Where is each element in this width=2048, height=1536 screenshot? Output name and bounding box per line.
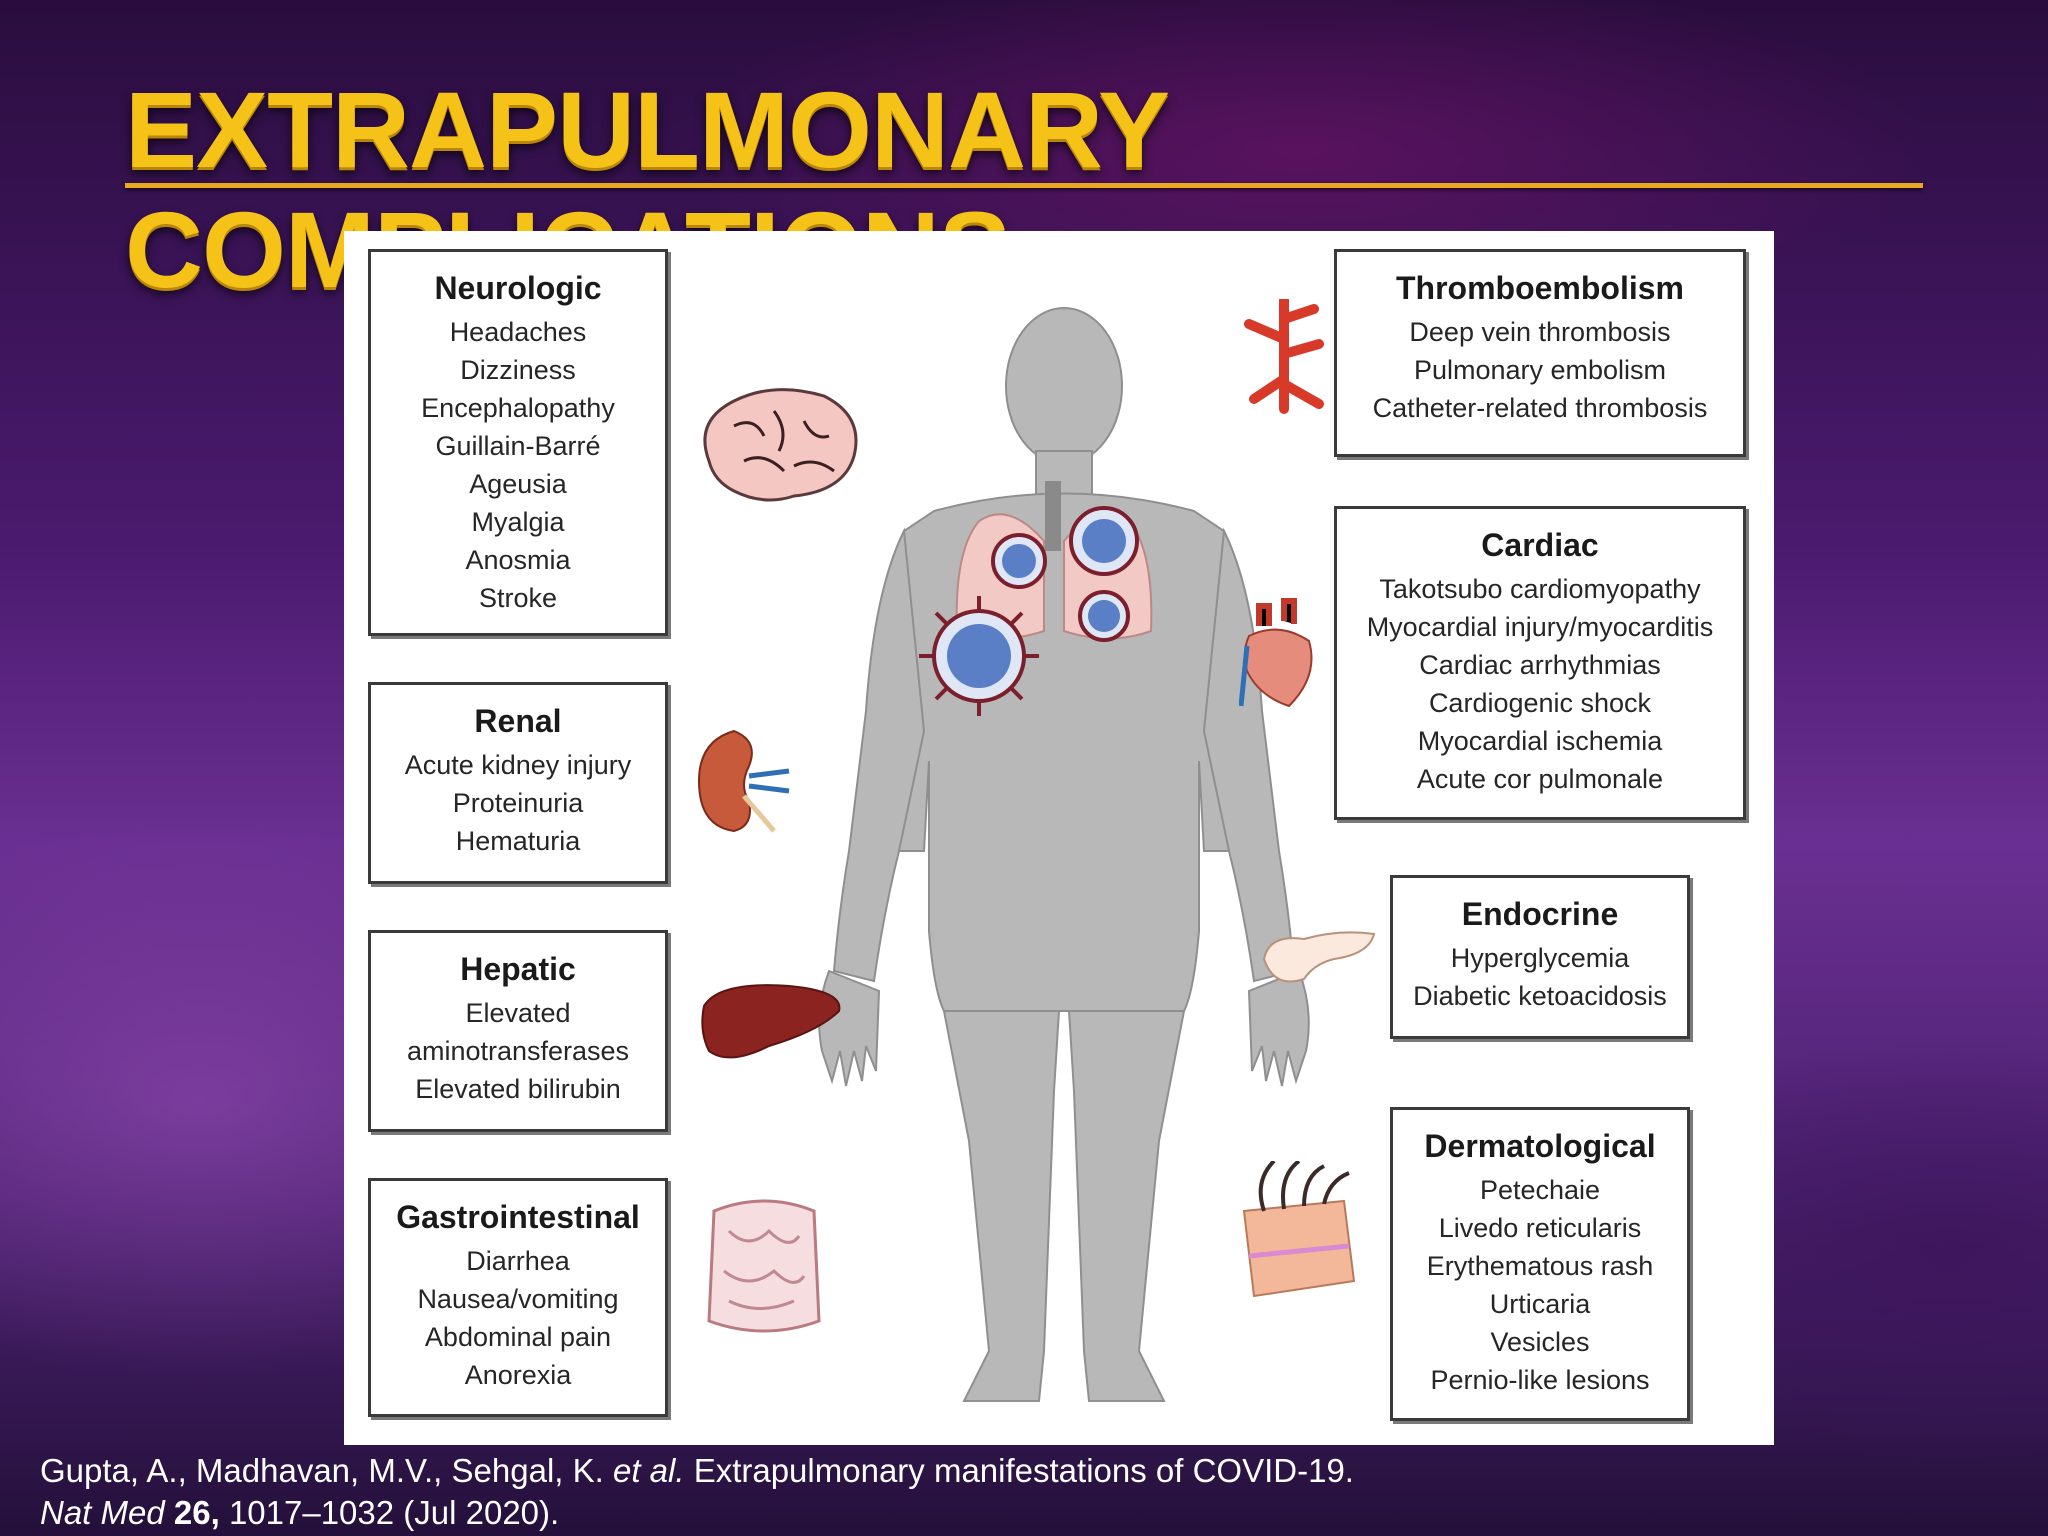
cardiac-box: Cardiac Takotsubo cardiomyopathy Myocard…: [1334, 506, 1746, 820]
liver-icon: [701, 984, 841, 1059]
list-item: Acute cor pulmonale: [1416, 764, 1664, 794]
box-list: Deep vein thrombosis Pulmonary embolism …: [1337, 313, 1743, 427]
list-item: Pulmonary embolism: [1413, 355, 1667, 385]
diagram-figure: Neurologic Headaches Dizziness Encephalo…: [344, 231, 1774, 1445]
list-item: Diarrhea: [466, 1246, 570, 1276]
list-item: Urticaria: [1489, 1289, 1591, 1319]
box-list: Elevated aminotransferases Elevated bili…: [371, 994, 665, 1108]
pancreas-icon: [1262, 931, 1376, 983]
list-item: Hematuria: [455, 826, 581, 856]
citation-pages-date: 1017–1032 (Jul 2020).: [228, 1494, 560, 1531]
list-item: Elevated bilirubin: [415, 1074, 621, 1104]
renal-box: Renal Acute kidney injury Proteinuria He…: [368, 682, 668, 884]
list-item: Diabetic ketoacidosis: [1413, 981, 1667, 1011]
list-item: Myalgia: [471, 507, 565, 537]
list-item: Encephalopathy: [421, 393, 615, 423]
list-item: Guillain-Barré: [435, 431, 601, 461]
box-heading: Endocrine: [1461, 896, 1619, 932]
list-item: Abdominal pain: [424, 1322, 612, 1352]
box-heading: Cardiac: [1481, 527, 1599, 563]
citation-article: Extrapulmonary manifestations of COVID-1…: [693, 1452, 1354, 1489]
intestine-icon: [707, 1199, 821, 1333]
list-item: Proteinuria: [452, 788, 584, 818]
list-item: Hyperglycemia: [1450, 943, 1630, 973]
box-list: Headaches Dizziness Encephalopathy Guill…: [371, 313, 665, 617]
list-item: Petechaie: [1479, 1175, 1601, 1205]
list-item: Stroke: [478, 583, 558, 613]
thromboembolism-box: Thromboembolism Deep vein thrombosis Pul…: [1334, 249, 1746, 457]
virus-icon: [1078, 590, 1130, 642]
list-item: Myocardial ischemia: [1417, 726, 1663, 756]
list-item: aminotransferases: [406, 1036, 630, 1066]
heart-icon: [1239, 598, 1313, 708]
list-item: Myocardial injury/myocarditis: [1366, 612, 1714, 642]
list-item: Cardiac arrhythmias: [1419, 650, 1661, 680]
list-item: Nausea/vomiting: [417, 1284, 619, 1314]
neurologic-box: Neurologic Headaches Dizziness Encephalo…: [368, 249, 668, 636]
skin-icon: [1242, 1161, 1356, 1298]
title-underline: [125, 183, 1923, 188]
box-heading: Renal: [474, 703, 562, 739]
brain-icon: [703, 388, 858, 502]
box-heading: Thromboembolism: [1395, 270, 1684, 306]
artery-icon: [1244, 299, 1324, 414]
gastrointestinal-box: Gastrointestinal Diarrhea Nausea/vomitin…: [368, 1178, 668, 1417]
box-list: Hyperglycemia Diabetic ketoacidosis: [1393, 939, 1687, 1015]
list-item: Cardiogenic shock: [1428, 688, 1652, 718]
box-list: Diarrhea Nausea/vomiting Abdominal pain …: [371, 1242, 665, 1394]
citation-authors: Gupta, A., Madhavan, M.V., Sehgal, K.: [40, 1452, 604, 1489]
hepatic-box: Hepatic Elevated aminotransferases Eleva…: [368, 930, 668, 1132]
list-item: Anosmia: [465, 545, 571, 575]
list-item: Anorexia: [464, 1360, 572, 1390]
dermatological-box: Dermatological Petechaie Livedo reticula…: [1390, 1107, 1690, 1421]
box-list: Takotsubo cardiomyopathy Myocardial inju…: [1337, 570, 1743, 798]
box-heading: Hepatic: [460, 951, 576, 987]
list-item: Elevated: [465, 998, 571, 1028]
virus-icon: [1069, 506, 1139, 576]
list-item: Livedo reticularis: [1438, 1213, 1642, 1243]
list-item: Dizziness: [460, 355, 576, 385]
list-item: Erythematous rash: [1426, 1251, 1654, 1281]
list-item: Vesicles: [1490, 1327, 1590, 1357]
citation-journal: Nat Med: [40, 1494, 165, 1531]
list-item: Pernio-like lesions: [1430, 1365, 1650, 1395]
citation-etal: et al.: [612, 1452, 685, 1489]
box-heading: Gastrointestinal: [396, 1199, 640, 1235]
list-item: Ageusia: [469, 469, 567, 499]
list-item: Acute kidney injury: [404, 750, 632, 780]
virus-icon: [991, 533, 1047, 589]
list-item: Takotsubo cardiomyopathy: [1379, 574, 1701, 604]
list-item: Headaches: [449, 317, 587, 347]
box-list: Acute kidney injury Proteinuria Hematuri…: [371, 746, 665, 860]
box-heading: Dermatological: [1424, 1128, 1656, 1164]
box-list: Petechaie Livedo reticularis Erythematou…: [1393, 1171, 1687, 1399]
endocrine-box: Endocrine Hyperglycemia Diabetic ketoaci…: [1390, 875, 1690, 1039]
citation-volume: 26,: [173, 1494, 220, 1531]
list-item: Deep vein thrombosis: [1409, 317, 1671, 347]
kidney-icon: [697, 729, 790, 833]
box-heading: Neurologic: [434, 270, 602, 306]
virus-icon: [919, 596, 1039, 716]
citation: Gupta, A., Madhavan, M.V., Sehgal, K. et…: [40, 1450, 1940, 1534]
list-item: Catheter-related thrombosis: [1372, 393, 1708, 423]
